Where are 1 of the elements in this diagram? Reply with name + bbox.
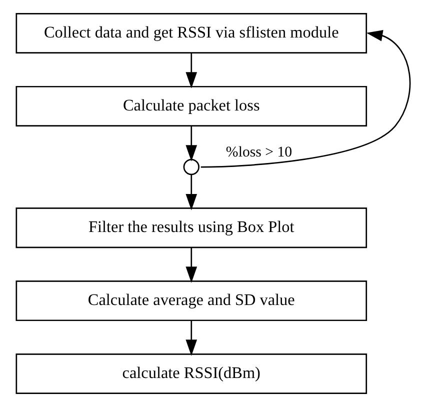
edge-label: %loss > 10 [225, 144, 292, 161]
